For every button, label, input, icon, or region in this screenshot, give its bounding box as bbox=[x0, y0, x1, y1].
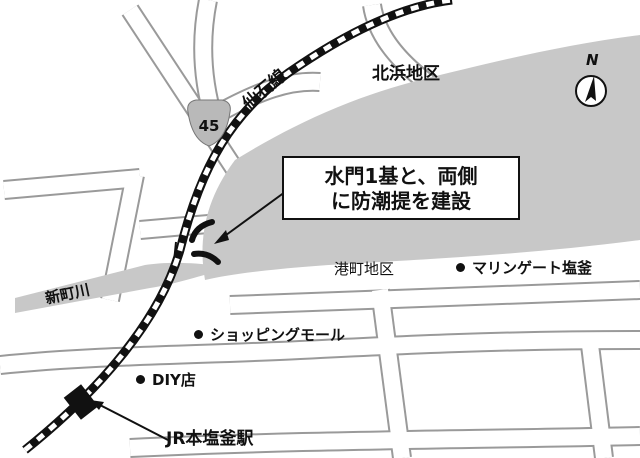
poi-label: DIY店 bbox=[152, 371, 196, 389]
compass-north-arrow-icon bbox=[575, 75, 607, 107]
station-pointer bbox=[90, 400, 169, 441]
levee-north bbox=[189, 219, 215, 243]
callout-pointer bbox=[214, 191, 286, 244]
callout-line-2: に防潮提を建設 bbox=[331, 189, 471, 213]
levee-south bbox=[191, 250, 221, 265]
water-gate bbox=[189, 219, 221, 265]
poi-label: マリンゲート塩釜 bbox=[472, 259, 593, 277]
construction-callout-box: 水門1基と、両側 に防潮提を建設 bbox=[282, 156, 520, 220]
route-45-shield bbox=[187, 99, 231, 147]
station-marker bbox=[63, 384, 99, 420]
poi-label: ショッピングモール bbox=[210, 326, 346, 344]
poi-shopping-mall: ショッピングモール bbox=[194, 328, 345, 343]
road bbox=[372, 288, 410, 458]
poi-marker-icon bbox=[456, 263, 465, 272]
poi-marine-gate: マリンゲート塩釜 bbox=[456, 261, 592, 276]
road bbox=[129, 428, 640, 456]
poi-marker-icon bbox=[136, 375, 145, 384]
road bbox=[3, 170, 141, 198]
road bbox=[0, 332, 640, 373]
poi-marker-icon bbox=[194, 330, 203, 339]
poi-diy-store: DIY店 bbox=[136, 373, 196, 388]
callout-line-1: 水門1基と、両側 bbox=[324, 164, 478, 188]
area-label-kitahama: 北浜地区 bbox=[372, 64, 440, 84]
compass-north-label: N bbox=[586, 51, 599, 69]
route-number-label: 45 bbox=[198, 117, 220, 135]
senseki-railway bbox=[22, 0, 453, 454]
area-label-minatomachi: 港町地区 bbox=[334, 260, 395, 278]
station-name-label: JR本塩釜駅 bbox=[166, 429, 254, 449]
road bbox=[229, 282, 640, 313]
